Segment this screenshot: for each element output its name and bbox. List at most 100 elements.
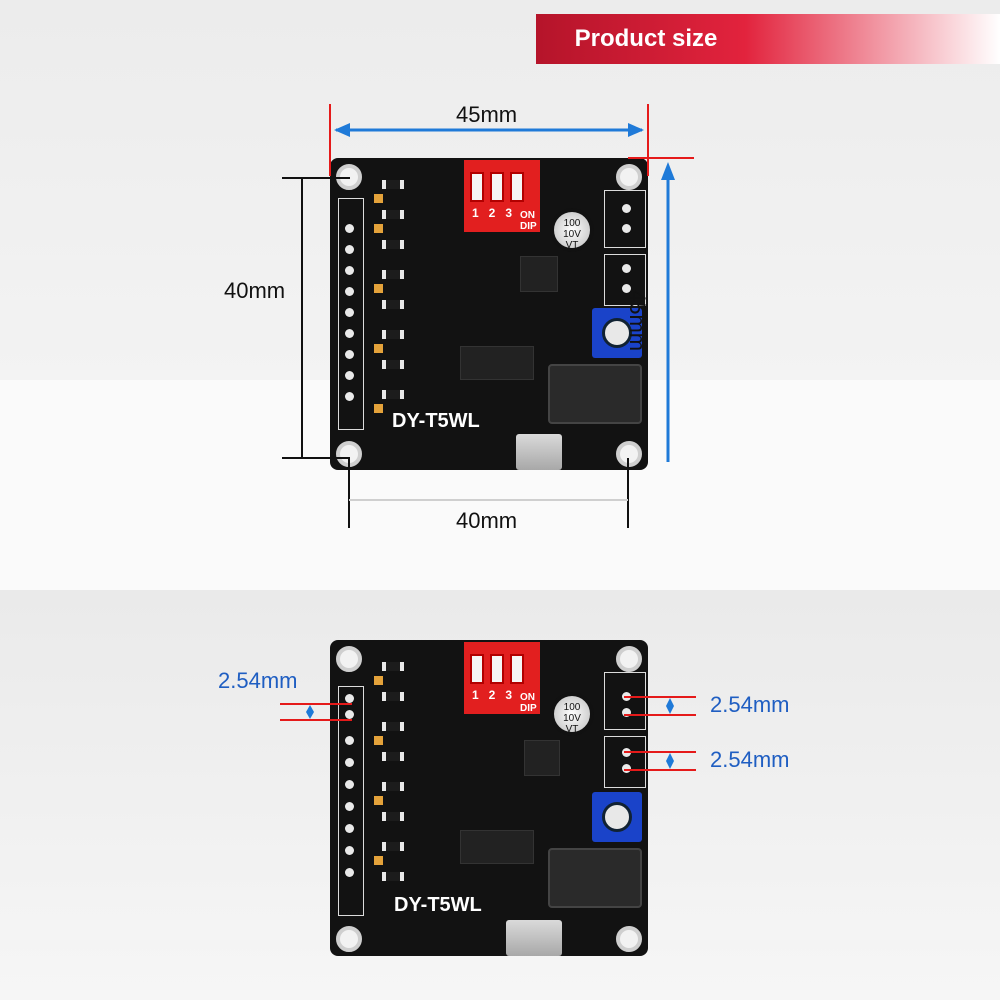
product-size-banner: Product size (536, 14, 1000, 64)
dip-switch-lever (470, 172, 484, 202)
dip-label: ON DIP (520, 210, 537, 232)
smd-resistor (382, 210, 404, 219)
header-pin (345, 371, 354, 380)
terminal-pin (622, 264, 631, 273)
smd-led (374, 344, 383, 353)
smd-led (374, 404, 383, 413)
potentiometer-knob (602, 802, 632, 832)
speaker-terminal (604, 190, 646, 248)
smd-resistor (382, 872, 404, 881)
terminal-pin (622, 284, 631, 293)
power-terminal (604, 254, 646, 306)
smd-resistor (382, 300, 404, 309)
header-pin (345, 245, 354, 254)
smd-resistor (382, 330, 404, 339)
mount-hole (616, 926, 642, 952)
audio-jack (548, 848, 642, 908)
ic-chip-small (520, 256, 558, 292)
smd-resistor (382, 360, 404, 369)
micro-usb-port (516, 434, 562, 470)
header-pin (345, 392, 354, 401)
dip-switch-lever (510, 172, 524, 202)
dip-numbers: 123 (472, 206, 523, 220)
dip-switch-lever (490, 654, 504, 684)
smd-led (374, 194, 383, 203)
terminal-pin (622, 708, 631, 717)
power-terminal (604, 736, 646, 788)
header-pin (345, 824, 354, 833)
header-pin (345, 758, 354, 767)
top-width-label: 45mm (456, 102, 518, 127)
header-pin (345, 287, 354, 296)
pin-header-outline (338, 198, 364, 430)
mount-hole (616, 164, 642, 190)
smd-resistor (382, 782, 404, 791)
dip-switch-lever (490, 172, 504, 202)
pitch-right-label-2: 2.54mm (710, 747, 790, 772)
header-pin (345, 868, 354, 877)
smd-led (374, 856, 383, 865)
smd-led (374, 284, 383, 293)
header-pin (345, 780, 354, 789)
potentiometer-knob (602, 318, 632, 348)
micro-usb-port (506, 920, 562, 956)
header-pin (345, 710, 354, 719)
smd-resistor (382, 390, 404, 399)
pitch-left-label: 2.54mm (218, 668, 298, 693)
pitch-markers (280, 696, 696, 771)
smd-led (374, 676, 383, 685)
dip-numbers: 123 (472, 688, 523, 702)
dip-switch: 123 ON DIP (464, 642, 540, 714)
terminal-pin (622, 204, 631, 213)
terminal-pin (622, 764, 631, 773)
header-pin (345, 694, 354, 703)
audio-jack (548, 364, 642, 424)
pitch-right-label-1: 2.54mm (710, 692, 790, 717)
smd-led (374, 736, 383, 745)
smd-resistor (382, 240, 404, 249)
right-height-label: 45mm (625, 290, 650, 352)
dip-label: ON DIP (520, 692, 537, 714)
dip-switch-lever (470, 654, 484, 684)
smd-resistor (382, 180, 404, 189)
ic-chip-main (460, 346, 534, 380)
mount-hole (336, 926, 362, 952)
board-model-label: DY-T5WL (394, 894, 482, 916)
header-pin (345, 266, 354, 275)
dip-switch-lever (510, 654, 524, 684)
header-pin (345, 224, 354, 233)
smd-resistor (382, 812, 404, 821)
mount-hole (616, 646, 642, 672)
header-pin (345, 736, 354, 745)
ic-chip-small (524, 740, 560, 776)
header-pin (345, 329, 354, 338)
smd-resistor (382, 662, 404, 671)
smd-led (374, 224, 383, 233)
smd-resistor (382, 270, 404, 279)
pin-header-outline (338, 686, 364, 916)
speaker-terminal (604, 672, 646, 730)
board-model-label: DY-T5WL (392, 410, 480, 432)
mount-hole (336, 646, 362, 672)
blue-potentiometer (592, 792, 642, 842)
header-pin (345, 350, 354, 359)
smd-resistor (382, 842, 404, 851)
banner-title: Product size (574, 25, 718, 52)
header-pin (345, 308, 354, 317)
terminal-pin (622, 224, 631, 233)
bottom-width-label: 40mm (456, 508, 518, 533)
dimension-lines-top (282, 104, 694, 528)
header-pin (345, 802, 354, 811)
dip-switch: 123 ON DIP (464, 160, 540, 232)
left-height-label: 40mm (224, 278, 286, 303)
smd-led (374, 796, 383, 805)
ic-chip-main (460, 830, 534, 864)
smd-resistor (382, 722, 404, 731)
smd-resistor (382, 752, 404, 761)
smd-resistor (382, 692, 404, 701)
header-pin (345, 846, 354, 855)
